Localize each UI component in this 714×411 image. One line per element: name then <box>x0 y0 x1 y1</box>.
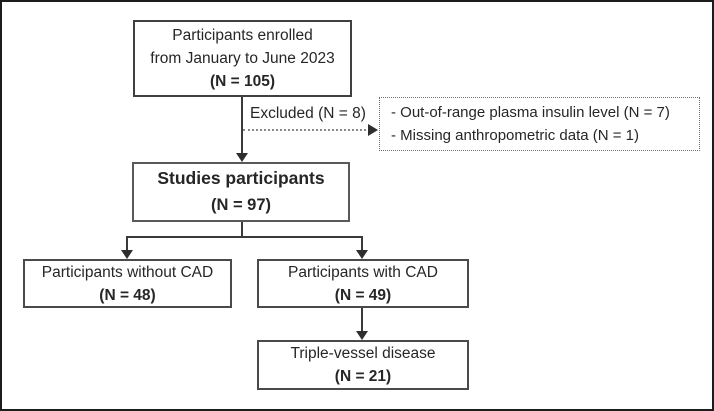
with-cad-line1: Participants with CAD <box>288 263 438 281</box>
box-studies-participants: Studies participants (N = 97) <box>132 162 350 222</box>
arrowhead-down-to-without-cad <box>120 250 133 259</box>
with-cad-count: (N = 49) <box>334 286 392 304</box>
box-with-cad: Participants with CAD (N = 49) <box>257 259 469 308</box>
connector-excluded-dotted <box>243 129 370 131</box>
box-participants-enrolled: Participants enrolled from January to Ju… <box>133 20 352 97</box>
label-excluded: Excluded (N = 8) <box>250 105 366 123</box>
connector-branch-left <box>126 236 128 251</box>
without-cad-count: (N = 48) <box>99 286 156 304</box>
studies-count: (N = 97) <box>210 196 272 214</box>
studies-line1: Studies participants <box>157 168 325 188</box>
connector-branch-horizontal <box>126 236 363 238</box>
arrowhead-down-to-triple <box>355 331 368 340</box>
without-cad-line1: Participants without CAD <box>41 263 214 281</box>
enrolled-count: (N = 105) <box>209 73 276 90</box>
connector-branch-right <box>361 236 363 251</box>
box-exclusion-reasons: - Out-of-range plasma insulin level (N =… <box>379 97 700 151</box>
connector-withcad-to-triple <box>361 308 363 332</box>
arrowhead-right-to-exclusions <box>368 124 378 136</box>
connector-studies-stem <box>241 222 243 238</box>
triple-vessel-line1: Triple-vessel disease <box>290 345 436 362</box>
exclusion-reason-2: - Missing anthropometric data (N = 1) <box>391 127 640 144</box>
arrowhead-down-to-with-cad <box>355 250 368 259</box>
enrolled-line2: from January to June 2023 <box>150 50 335 67</box>
exclusion-reason-1: - Out-of-range plasma insulin level (N =… <box>391 104 670 121</box>
enrolled-line1: Participants enrolled <box>172 27 313 44</box>
connector-enrolled-to-studies <box>241 97 243 154</box>
box-without-cad: Participants without CAD (N = 48) <box>23 259 232 308</box>
arrowhead-down-to-studies <box>235 153 248 162</box>
box-triple-vessel: Triple-vessel disease (N = 21) <box>257 340 469 390</box>
triple-vessel-count: (N = 21) <box>334 368 392 385</box>
